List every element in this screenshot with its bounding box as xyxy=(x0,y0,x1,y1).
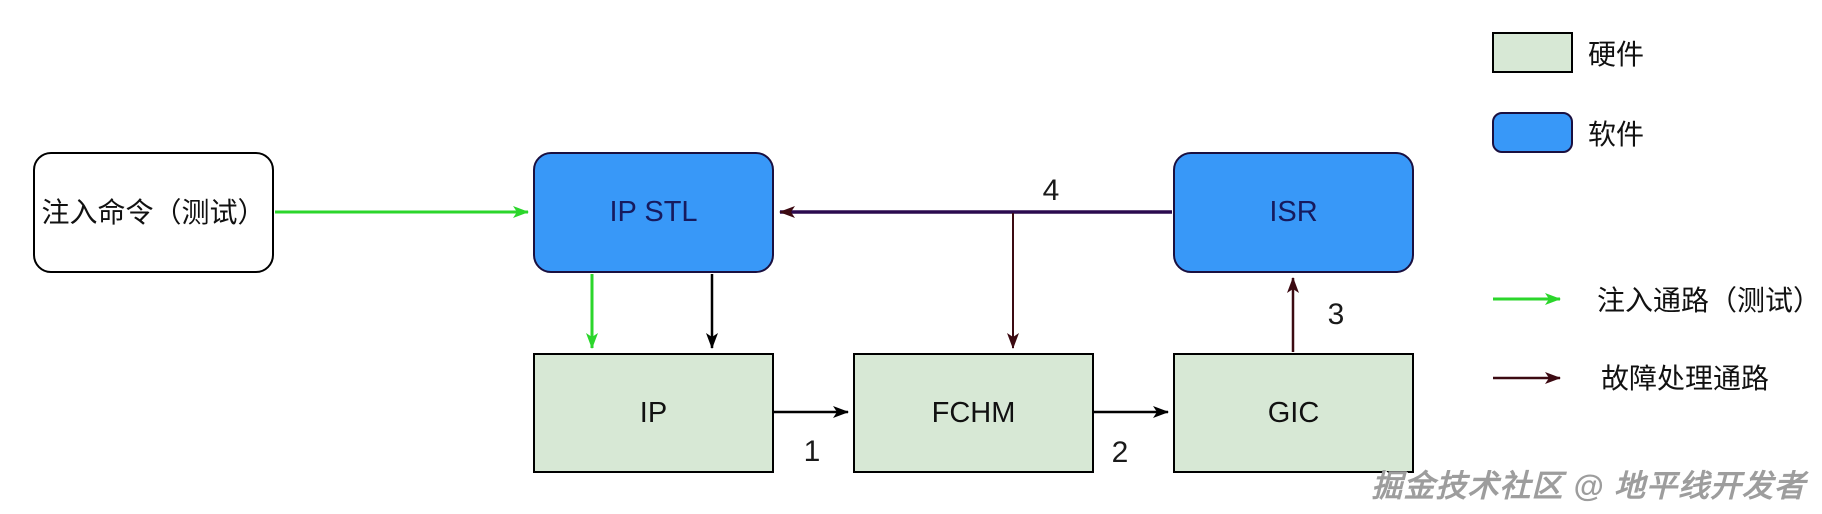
node-ip-stl: IP STL xyxy=(533,152,774,273)
legend-hardware-swatch xyxy=(1492,32,1573,73)
legend-inject-path-label: 注入通路（测试） xyxy=(1597,285,1822,316)
node-fchm-label: FCHM xyxy=(931,396,1016,429)
step-label-1: 1 xyxy=(803,435,821,468)
node-isr: ISR xyxy=(1173,152,1414,273)
node-ip: IP xyxy=(533,353,774,473)
node-ip-stl-label: IP STL xyxy=(609,196,698,229)
node-inject-command: 注入命令（测试） xyxy=(33,152,274,273)
legend-software-label: 软件 xyxy=(1588,119,1645,150)
node-gic-label: GIC xyxy=(1267,396,1320,429)
node-isr-label: ISR xyxy=(1269,196,1318,229)
watermark-text: 掘金技术社区 @ 地平线开发者 xyxy=(1371,468,1806,504)
node-ip-label: IP xyxy=(639,396,668,429)
step-label-3: 3 xyxy=(1327,298,1345,331)
node-inject-command-label: 注入命令（测试） xyxy=(41,196,266,228)
node-gic: GIC xyxy=(1173,353,1414,473)
step-label-4: 4 xyxy=(1042,174,1060,207)
legend-hardware-label: 硬件 xyxy=(1588,39,1645,70)
legend-software-swatch xyxy=(1492,112,1573,153)
legend-fault-path-label: 故障处理通路 xyxy=(1601,363,1770,394)
step-label-2: 2 xyxy=(1111,436,1129,469)
node-fchm: FCHM xyxy=(853,353,1094,473)
